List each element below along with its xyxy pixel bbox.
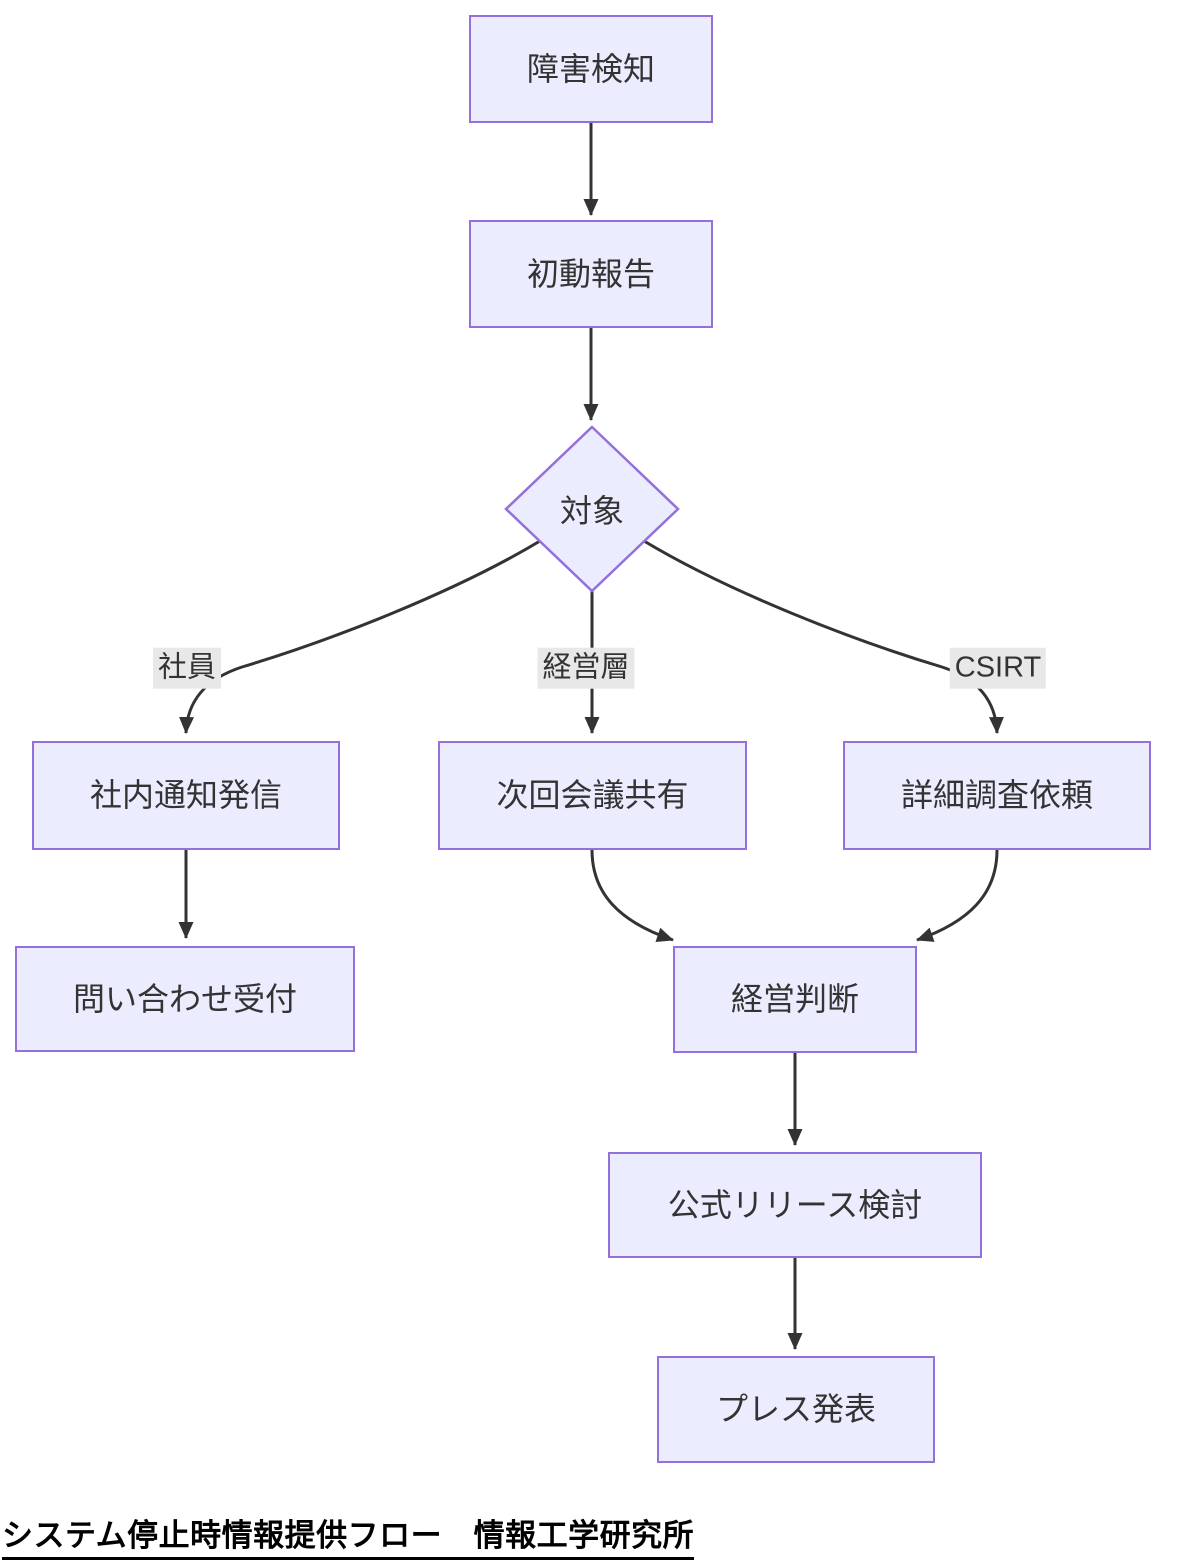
node-target-decision-label: 対象 <box>559 493 624 529</box>
edge-target-to-detailed-investigation <box>643 539 1004 734</box>
node-fault-detection: 障害検知 <box>469 15 713 123</box>
node-detailed-investigation-label: 詳細調査依頼 <box>900 777 1093 814</box>
edge-next-meeting-share-to-management-decision <box>590 849 674 942</box>
edge-label-employee: 社員 <box>152 647 222 689</box>
node-press-announcement-label: プレス発表 <box>715 1391 876 1428</box>
node-management-decision: 経営判断 <box>673 946 917 1053</box>
edge-label-management: 経営層 <box>537 647 635 689</box>
node-target-decision: 対象 <box>506 427 678 591</box>
node-detailed-investigation: 詳細調査依頼 <box>843 741 1151 850</box>
node-next-meeting-share-label: 次回会議共有 <box>496 777 689 814</box>
node-fault-detection-label: 障害検知 <box>526 50 655 87</box>
node-next-meeting-share: 次回会議共有 <box>438 741 747 850</box>
node-initial-report: 初動報告 <box>469 220 713 328</box>
node-initial-report-label: 初動報告 <box>526 255 655 292</box>
node-inquiry-reception-label: 問い合わせ受付 <box>72 980 297 1017</box>
node-target-decision-diamond <box>504 425 680 593</box>
node-official-release-review-label: 公式リリース検討 <box>667 1186 923 1223</box>
node-internal-notification: 社内通知発信 <box>32 741 340 850</box>
node-official-release-review: 公式リリース検討 <box>608 1152 982 1258</box>
node-press-announcement: プレス発表 <box>657 1356 935 1463</box>
node-internal-notification-label: 社内通知発信 <box>89 777 282 814</box>
edge-label-csirt: CSIRT <box>949 647 1047 689</box>
edge-detailed-investigation-to-management-decision <box>916 849 999 942</box>
diagram-caption: システム停止時情報提供フロー 情報工学研究所 <box>2 1510 695 1560</box>
edge-target-to-internal-notification <box>179 539 541 734</box>
node-inquiry-reception: 問い合わせ受付 <box>15 946 355 1052</box>
node-management-decision-label: 経営判断 <box>730 981 859 1018</box>
